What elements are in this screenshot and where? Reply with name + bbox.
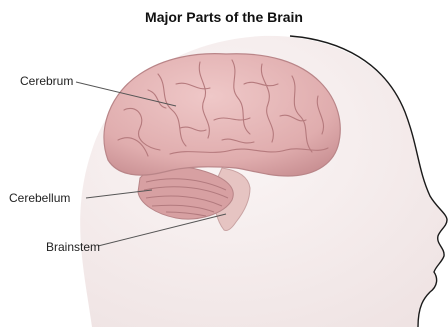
diagram-title: Major Parts of the Brain <box>0 9 448 25</box>
label-cerebrum: Cerebrum <box>20 74 73 88</box>
label-brainstem: Brainstem <box>46 240 100 254</box>
cerebrum <box>104 54 340 176</box>
label-cerebellum: Cerebellum <box>9 191 70 205</box>
